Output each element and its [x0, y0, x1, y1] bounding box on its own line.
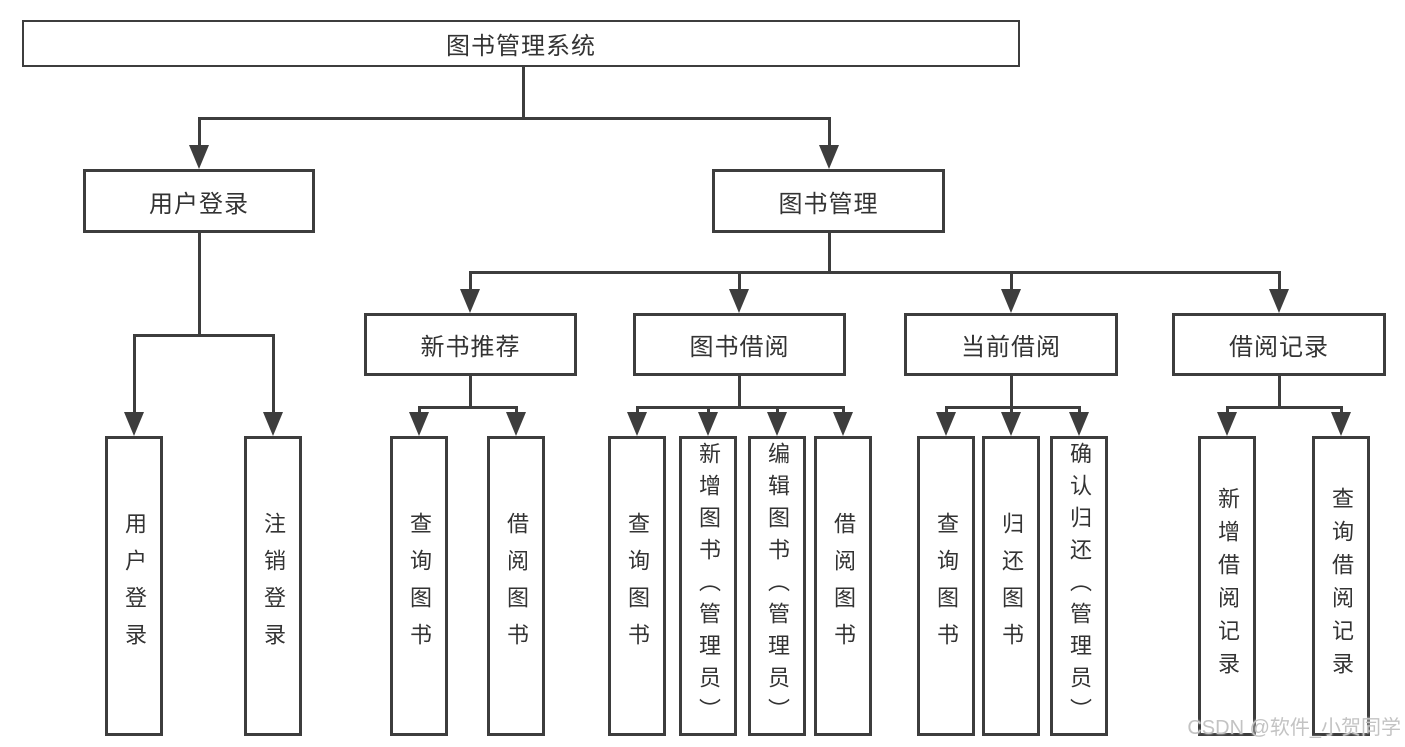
- arrow-down-icon: [1269, 289, 1289, 313]
- connector-hline: [468, 270, 1281, 274]
- leaf-confirm-return-admin: 确认归还（管理员）: [1050, 436, 1108, 736]
- arrow-down-icon: [833, 412, 853, 436]
- leaf-label: 借阅图书: [504, 512, 529, 660]
- connector-vline: [468, 272, 472, 295]
- arrow-down-icon: [1331, 412, 1351, 436]
- leaf-label: 借阅图书: [831, 512, 856, 660]
- arrow-down-icon: [1001, 412, 1021, 436]
- arrow-down-icon: [1069, 412, 1089, 436]
- leaf-add-books-admin: 新增图书（管理员）: [679, 436, 737, 736]
- connector-hline: [944, 405, 1081, 409]
- connector-hline: [1225, 405, 1343, 409]
- arrow-down-icon: [1001, 289, 1021, 313]
- leaf-label: 查询借阅记录: [1329, 487, 1354, 685]
- leaf-label: 编辑图书（管理员）: [765, 442, 790, 730]
- arrow-down-icon: [729, 289, 749, 313]
- node-book-management: 图书管理: [712, 169, 945, 233]
- node-label: 图书借阅: [689, 334, 790, 361]
- node-label: 当前借阅: [961, 334, 1061, 361]
- node-label: 新书推荐: [420, 334, 521, 361]
- leaf-add-borrow-record: 新增借阅记录: [1198, 436, 1256, 736]
- connector-vline: [1009, 272, 1013, 295]
- node-label: 图书管理: [778, 190, 879, 218]
- leaf-user-login: 用户登录: [105, 436, 163, 736]
- arrow-down-icon: [506, 412, 526, 436]
- node-user-login: 用户登录: [83, 169, 315, 233]
- leaf-logout: 注销登录: [244, 436, 302, 736]
- arrow-down-icon: [409, 412, 429, 436]
- arrow-down-icon: [263, 412, 283, 436]
- connector-vline: [737, 376, 741, 408]
- node-new-book-recommendation: 新书推荐: [364, 313, 577, 376]
- connector-vline: [827, 118, 831, 151]
- arrow-down-icon: [698, 412, 718, 436]
- leaf-label: 用户登录: [122, 512, 147, 660]
- connector-vline: [827, 233, 831, 273]
- connector-vline: [132, 335, 136, 418]
- leaf-search-books-borrowing: 查询图书: [608, 436, 666, 736]
- leaf-edit-books-admin: 编辑图书（管理员）: [748, 436, 806, 736]
- leaf-return-books: 归还图书: [982, 436, 1040, 736]
- node-label: 借阅记录: [1229, 334, 1329, 361]
- connector-vline: [1009, 376, 1013, 408]
- connector-hline: [635, 405, 845, 409]
- leaf-search-borrow-record: 查询借阅记录: [1312, 436, 1370, 736]
- arrow-down-icon: [124, 412, 144, 436]
- arrow-down-icon: [189, 145, 209, 169]
- connector-vline: [737, 272, 741, 295]
- connector-hline: [132, 333, 275, 337]
- leaf-label: 新增图书（管理员）: [696, 442, 721, 730]
- node-borrowing-records: 借阅记录: [1172, 313, 1386, 376]
- connector-vline: [197, 233, 201, 336]
- connector-vline: [197, 118, 201, 151]
- leaf-label: 确认归还（管理员）: [1067, 442, 1092, 730]
- leaf-label: 查询图书: [934, 512, 959, 660]
- watermark: CSDN @软件_小贺同学: [1187, 717, 1401, 739]
- leaf-borrow-books: 借阅图书: [814, 436, 872, 736]
- node-book-borrowing: 图书借阅: [633, 313, 846, 376]
- leaf-label: 查询图书: [625, 512, 650, 660]
- node-label: 图书管理系统: [446, 33, 596, 60]
- connector-hline: [417, 405, 518, 409]
- leaf-label: 新增借阅记录: [1215, 487, 1240, 685]
- connector-vline: [1277, 376, 1281, 408]
- arrow-down-icon: [819, 145, 839, 169]
- connector-hline: [197, 116, 831, 120]
- arrow-down-icon: [627, 412, 647, 436]
- arrow-down-icon: [936, 412, 956, 436]
- leaf-label: 注销登录: [261, 512, 286, 660]
- connector-vline: [1277, 272, 1281, 295]
- connector-vline: [271, 335, 275, 418]
- arrow-down-icon: [1217, 412, 1237, 436]
- node-current-borrowing: 当前借阅: [904, 313, 1118, 376]
- connector-vline: [468, 376, 472, 408]
- leaf-label: 查询图书: [407, 512, 432, 660]
- leaf-search-books-recommend: 查询图书: [390, 436, 448, 736]
- arrow-down-icon: [460, 289, 480, 313]
- node-library-management-system: 图书管理系统: [22, 20, 1020, 67]
- leaf-label: 归还图书: [999, 512, 1024, 660]
- leaf-search-books-current: 查询图书: [917, 436, 975, 736]
- connector-vline: [521, 66, 525, 119]
- node-label: 用户登录: [149, 190, 249, 218]
- leaf-borrow-books-recommend: 借阅图书: [487, 436, 545, 736]
- arrow-down-icon: [767, 412, 787, 436]
